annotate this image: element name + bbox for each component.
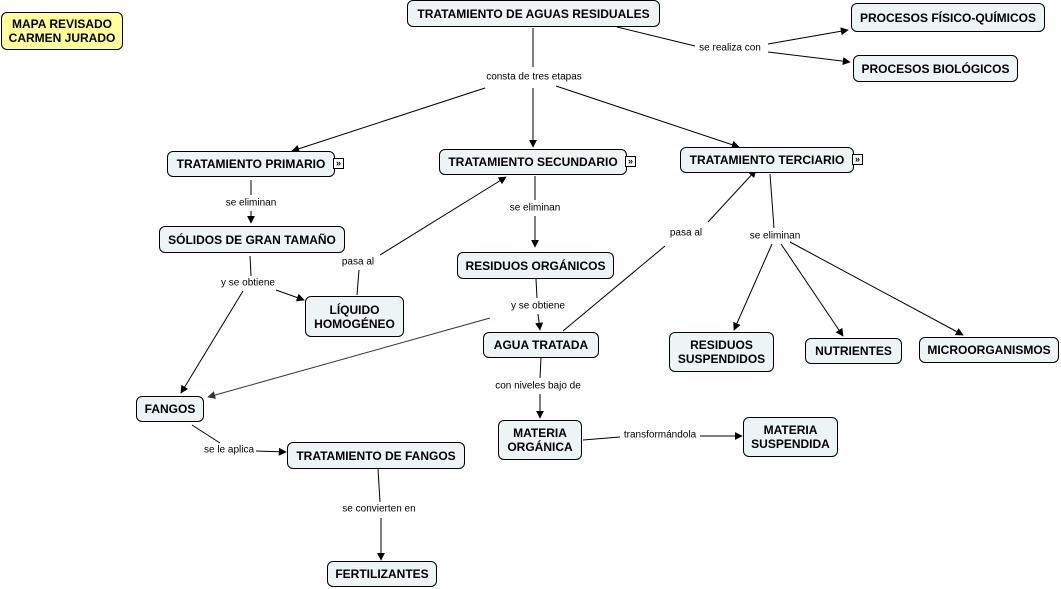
concept-residuos-organicos[interactable]: RESIDUOS ORGÁNICOS: [457, 252, 614, 279]
line: [191, 424, 221, 444]
concept-materia-suspendida[interactable]: MATERIA SUSPENDIDA: [743, 417, 838, 457]
link-label: pasa al: [667, 227, 705, 239]
link-label: transformándola: [621, 429, 699, 441]
line: [769, 173, 775, 229]
concept-fertilizantes[interactable]: FERTILIZANTES: [327, 561, 437, 587]
concept-microorganismos[interactable]: MICROORGANISMOS: [919, 337, 1059, 363]
link-label: consta de tres etapas: [484, 71, 584, 83]
line: [780, 243, 844, 337]
concept-procesos-biologicos[interactable]: PROCESOS BIOLÓGICOS: [853, 55, 1018, 82]
author-note: MAPA REVISADO CARMEN JURADO: [1, 12, 123, 50]
link-label: se eliminan: [223, 197, 279, 209]
line: [535, 313, 544, 331]
line: [275, 289, 305, 302]
line: [555, 85, 740, 149]
link-label: pasa al: [339, 256, 377, 268]
link-label: se eliminan: [747, 230, 803, 242]
line: [180, 290, 244, 394]
line: [789, 241, 964, 336]
expand-icon[interactable]: »: [852, 154, 863, 165]
link-label: con niveles bajo de: [493, 380, 583, 392]
line: [255, 447, 287, 456]
expand-icon[interactable]: »: [333, 158, 344, 169]
line: [767, 51, 851, 66]
concept-fangos[interactable]: FANGOS: [136, 396, 204, 422]
line: [616, 26, 696, 47]
link-label: y se obtiene: [509, 300, 567, 312]
concept-tratamiento-fangos[interactable]: TRATAMIENTO DE FANGOS: [287, 442, 465, 469]
link-label: se eliminan: [507, 202, 563, 214]
concept-tratamiento-terciario[interactable]: TRATAMIENTO TERCIARIO: [680, 147, 854, 173]
link-label: se realiza con: [697, 42, 763, 54]
line: [207, 317, 491, 399]
line: [249, 255, 252, 277]
line: [767, 27, 849, 45]
concept-tratamiento-primario[interactable]: TRATAMIENTO PRIMARIO: [167, 151, 335, 177]
line: [707, 169, 757, 223]
line: [535, 278, 538, 299]
expand-icon[interactable]: »: [625, 156, 636, 167]
concept-tratamiento-aguas-residuales[interactable]: TRATAMIENTO DE AGUAS RESIDUALES: [407, 0, 660, 27]
concept-tratamiento-secundario[interactable]: TRATAMIENTO SECUNDARIO: [439, 149, 627, 175]
concept-procesos-fisico-quimicos[interactable]: PROCESOS FÍSICO-QUÍMICOS: [851, 3, 1045, 32]
link-label: y se obtiene: [219, 277, 277, 289]
line: [562, 245, 666, 332]
line: [379, 176, 507, 256]
link-label: se convierten en: [340, 503, 418, 515]
concept-nutrientes[interactable]: NUTRIENTES: [805, 338, 902, 364]
concept-residuos-suspendidos[interactable]: RESIDUOS SUSPENDIDOS: [669, 332, 774, 372]
line: [356, 269, 360, 296]
link-label: se le aplica: [201, 444, 257, 456]
concept-agua-tratada[interactable]: AGUA TRATADA: [483, 332, 599, 358]
line: [291, 87, 486, 153]
line: [733, 243, 773, 331]
line: [377, 468, 381, 503]
line: [582, 436, 621, 441]
line: [539, 357, 542, 379]
concept-materia-organica[interactable]: MATERIA ORGÁNICA: [498, 420, 582, 460]
concept-liquido-homogeneo[interactable]: LÍQUIDO HOMOGÉNEO: [305, 296, 404, 337]
concept-solidos-gran-tamano[interactable]: SÓLIDOS DE GRAN TAMAÑO: [159, 226, 345, 253]
